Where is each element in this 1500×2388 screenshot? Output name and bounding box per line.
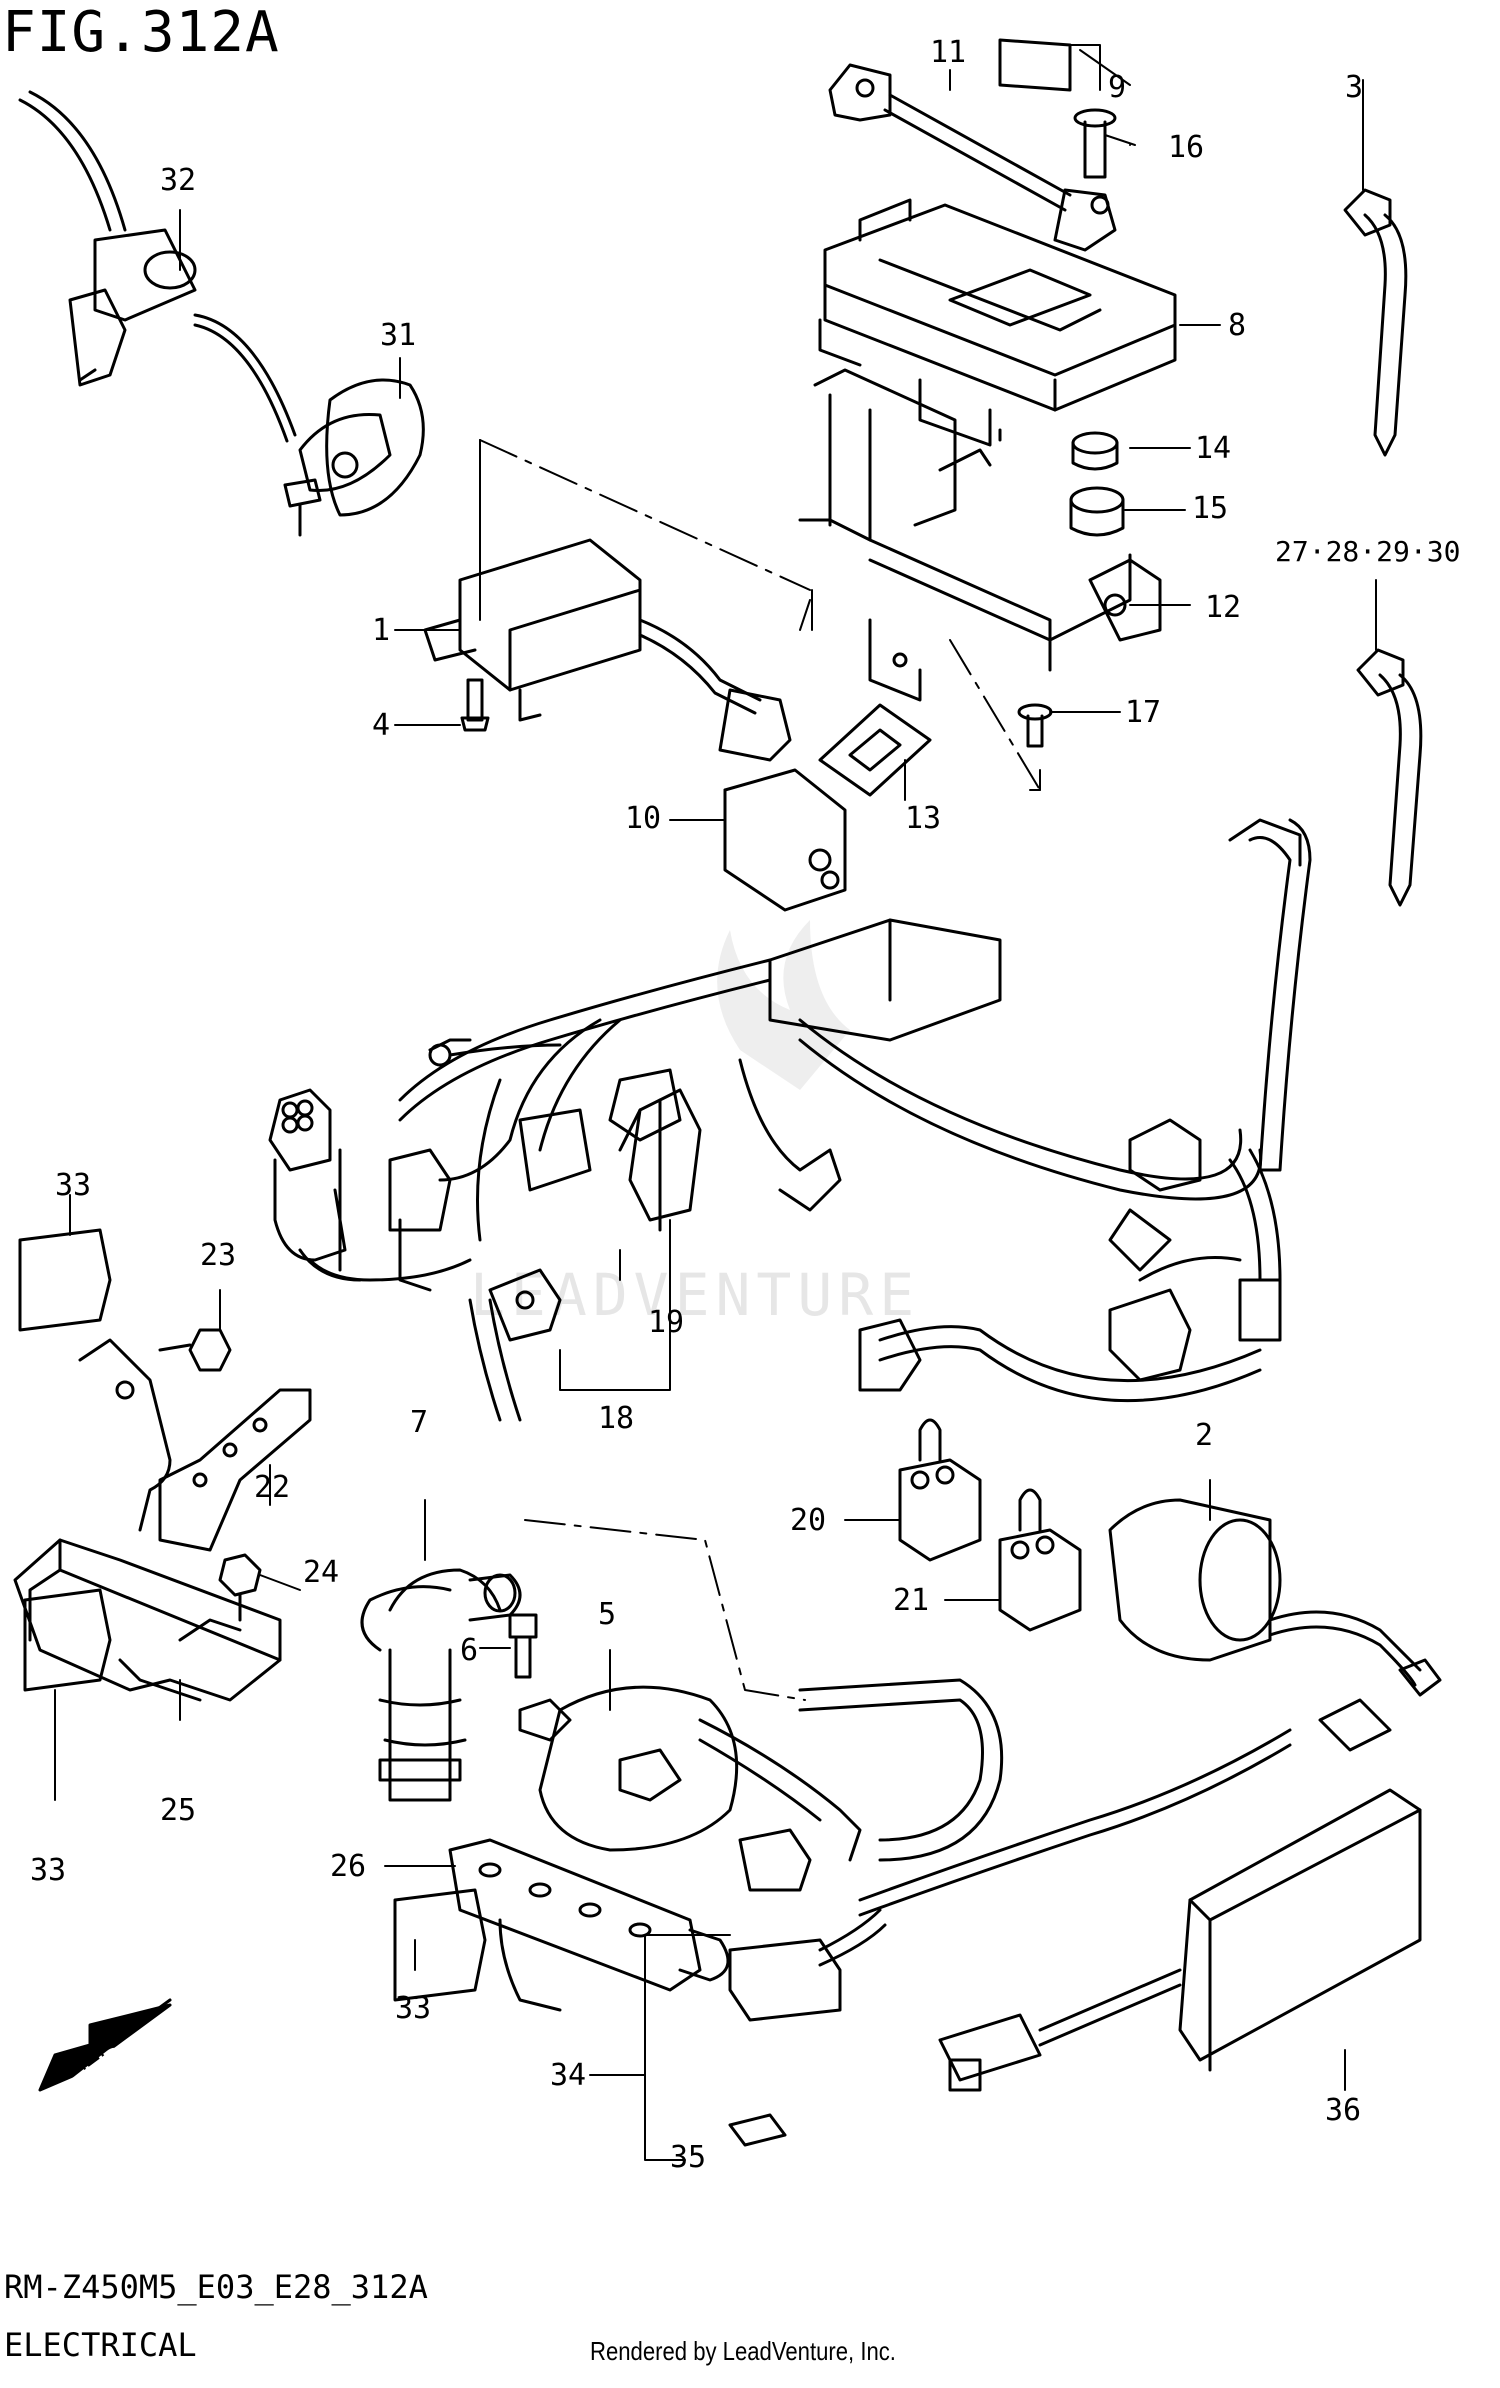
callout-33a: 33	[55, 1168, 91, 1203]
part-34-coupler	[728, 1908, 887, 2022]
fwd-arrow-icon	[38, 1998, 172, 2092]
watermark-text: LEADVENTURE	[470, 1261, 920, 1329]
guide-lines	[479, 439, 1041, 1701]
part-24-bolt	[218, 1553, 262, 1622]
callout-36: 36	[1325, 2093, 1361, 2128]
part-5-ignition-coil	[518, 1678, 1004, 1892]
callout-4: 4	[372, 708, 390, 743]
part-15-cushion	[1069, 486, 1125, 537]
part-25-bracket	[13, 1538, 282, 1702]
part-12-bracket	[798, 368, 1162, 702]
section-name: ELECTRICAL	[4, 2326, 197, 2364]
leader-lines	[54, 44, 1377, 2161]
part-2-sensor	[1108, 1498, 1442, 1697]
part-35-fuse	[728, 2113, 787, 2147]
callout-17: 17	[1125, 695, 1161, 730]
callout-21: 21	[893, 1583, 929, 1618]
part-17-screw	[1017, 703, 1053, 748]
callout-3: 3	[1345, 70, 1363, 105]
callout-25: 25	[160, 1793, 196, 1828]
part-8-ecm	[818, 198, 1177, 447]
part-21-coupler	[998, 1488, 1082, 1632]
callouts: 32 31 1 4 11 9 16 8 3 14 15 27·28·29·30 …	[30, 35, 1460, 2175]
part-9-pad	[998, 38, 1072, 92]
part-4-bolt	[460, 678, 490, 732]
callout-9: 9	[1108, 70, 1126, 105]
callout-1: 1	[372, 613, 390, 648]
callout-26: 26	[330, 1849, 366, 1884]
callout-6: 6	[460, 1633, 478, 1668]
callout-34: 34	[550, 2058, 586, 2093]
callout-22: 22	[254, 1470, 290, 1505]
callout-15: 15	[1192, 491, 1228, 526]
part-32-kill-switch	[18, 90, 297, 443]
callout-16: 16	[1168, 130, 1204, 165]
watermark: LEADVENTURE	[470, 920, 920, 1329]
callout-33c: 33	[395, 1991, 431, 2026]
part-18-wiring-harness	[268, 818, 1312, 1422]
part-16-screw	[1073, 108, 1117, 179]
part-1-regulator	[423, 538, 792, 762]
part-14-grommet	[1071, 431, 1119, 471]
guide-lines-solid	[479, 439, 1041, 791]
part-3-cable-tie	[1343, 188, 1408, 457]
callout-13: 13	[905, 801, 941, 836]
callout-24: 24	[303, 1555, 339, 1590]
callout-27-30: 27·28·29·30	[1275, 535, 1460, 568]
callout-19: 19	[648, 1305, 684, 1340]
callout-33b: 33	[30, 1853, 66, 1888]
part-7-plug-cap	[360, 1568, 522, 1802]
callout-2: 2	[1195, 1418, 1213, 1453]
part-20-coupler	[898, 1418, 982, 1562]
callout-7: 7	[410, 1405, 428, 1440]
part-19-coupler	[618, 1088, 702, 1232]
part-27-30-cable-tie	[1356, 648, 1423, 907]
part-31-switch	[283, 378, 425, 537]
callout-5: 5	[598, 1597, 616, 1632]
part-10-connector	[723, 768, 847, 912]
part-33b-pad	[23, 1588, 112, 1692]
part-13-clip	[818, 703, 932, 797]
callout-35: 35	[670, 2140, 706, 2175]
callout-20: 20	[790, 1503, 826, 1538]
part-26-plate	[448, 1838, 730, 2012]
part-23-bolt	[158, 1328, 232, 1372]
render-credit: Rendered by LeadVenture, Inc.	[590, 2336, 896, 2366]
callout-12: 12	[1205, 590, 1241, 625]
callout-18: 18	[598, 1401, 634, 1436]
part-36-unit	[858, 1698, 1422, 2092]
part-33a-pad	[18, 1228, 112, 1332]
callout-32: 32	[160, 163, 196, 198]
part-33c-pad	[393, 1888, 487, 2002]
part-11-band	[828, 63, 1117, 252]
callout-31: 31	[380, 318, 416, 353]
figure-title: FIG.312A	[2, 0, 280, 65]
callout-23: 23	[200, 1238, 236, 1273]
callout-11: 11	[930, 35, 966, 70]
part-6-bolt	[508, 1613, 538, 1679]
diagram-code: RM-Z450M5_E03_E28_312A	[4, 2268, 428, 2306]
callout-10: 10	[625, 801, 661, 836]
callout-8: 8	[1228, 308, 1246, 343]
part-22-bracket	[78, 1338, 312, 1552]
callout-14: 14	[1195, 431, 1231, 466]
